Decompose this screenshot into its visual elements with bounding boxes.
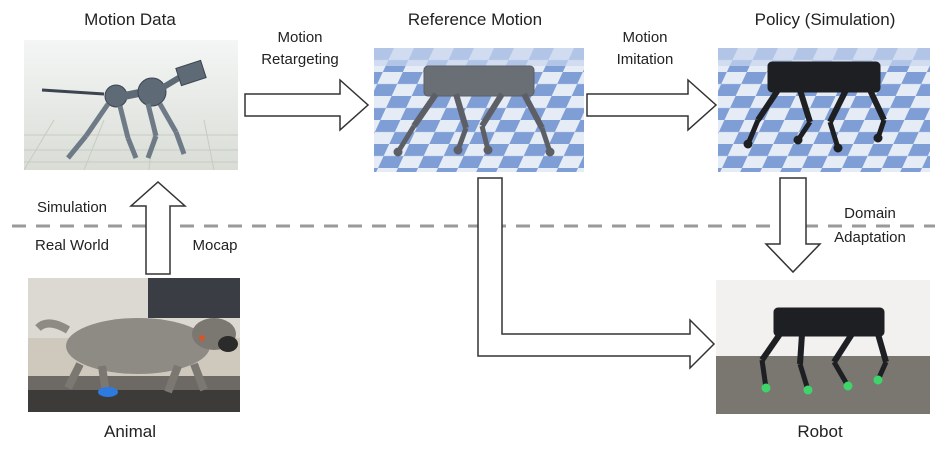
policy-simulation-title: Policy (Simulation) (754, 10, 896, 29)
skeleton-model-icon (41, 59, 207, 160)
policy-robot-icon (743, 61, 887, 153)
simulation-region-label: Simulation (36, 199, 108, 216)
motion-imitation-label-line2: Imitation (616, 51, 674, 68)
robot-label: Robot (797, 422, 843, 441)
dog-icon (35, 318, 238, 397)
motion-retargeting-label-line1: Motion (277, 29, 323, 46)
motion-data-panel (24, 40, 238, 170)
motion-imitation-arrow (586, 78, 718, 132)
reference-to-robot-outer-arrow (477, 177, 716, 370)
mocap-label: Mocap (192, 237, 238, 254)
motion-imitation-label-line1: Motion (622, 29, 668, 46)
policy-simulation-panel (718, 48, 930, 172)
animal-photo-panel (28, 278, 240, 412)
domain-adaptation-label-line2: Adaptation (834, 229, 906, 246)
domain-adaptation-arrow (764, 177, 822, 274)
reference-robot-icon (393, 65, 555, 157)
real-world-region-label: Real World (35, 237, 109, 254)
mocap-arrow (129, 180, 187, 275)
motion-retargeting-arrow (244, 78, 370, 132)
robot-photo-panel (716, 280, 930, 414)
domain-adaptation-label-line1: Domain (844, 205, 896, 222)
animal-label: Animal (104, 422, 156, 441)
motion-data-title: Motion Data (84, 10, 176, 29)
reference-motion-title: Reference Motion (407, 10, 543, 29)
reference-motion-panel (374, 48, 584, 172)
motion-retargeting-label-line2: Retargeting (261, 51, 339, 68)
real-robot-icon (759, 307, 889, 395)
